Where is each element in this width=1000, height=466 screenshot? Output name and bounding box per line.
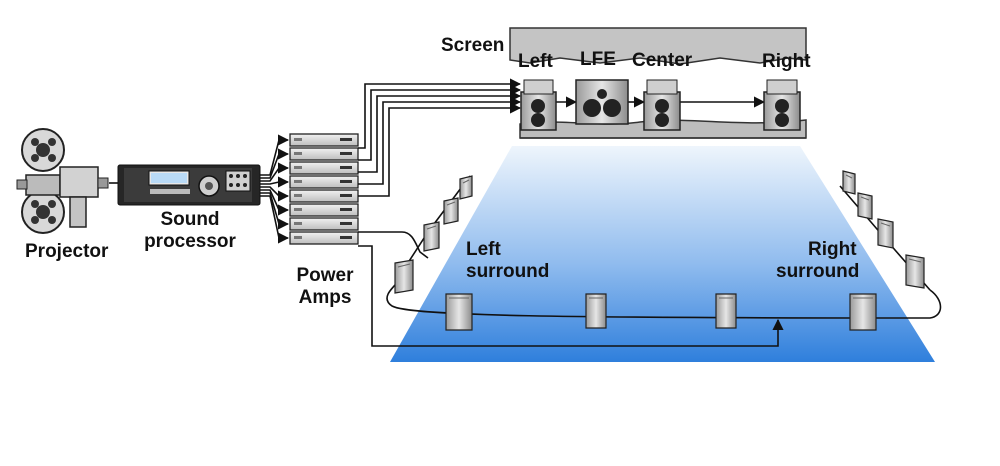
processor-amp-wire <box>260 189 290 216</box>
left-surround-label-line2: surround <box>466 261 550 282</box>
surround-speaker <box>715 293 737 329</box>
sound-processor <box>117 164 261 206</box>
surround-speaker <box>905 254 925 289</box>
surround-speaker <box>445 293 473 331</box>
processor-amp-wire <box>260 148 290 179</box>
surround-speaker <box>585 293 607 329</box>
projector <box>16 128 109 234</box>
power-amp-unit <box>289 161 359 175</box>
surround-speaker <box>443 197 459 225</box>
lfe-subwoofer <box>575 79 629 125</box>
power-amp-unit <box>289 147 359 161</box>
surround-speaker <box>842 170 856 195</box>
processor-amp-wire <box>260 176 290 188</box>
power-amp-unit <box>289 203 359 217</box>
sound-processor-label-line1: Sound <box>160 209 220 230</box>
surround-speakers <box>394 170 925 331</box>
center-label: Center <box>632 50 693 71</box>
power-amps-label-line1: Power <box>296 265 354 286</box>
surround-speaker <box>857 192 873 220</box>
amps-to-screen-speakers-wires <box>358 78 766 197</box>
left-speaker <box>520 79 557 131</box>
power-amps-rack <box>289 133 359 245</box>
left-surround-label-line1: Left <box>466 239 501 260</box>
surround-speaker <box>849 293 877 331</box>
power-amp-unit <box>289 231 359 245</box>
surround-speaker <box>394 259 414 294</box>
center-speaker <box>643 79 681 131</box>
power-amp-unit <box>289 133 359 147</box>
processor-amp-wire <box>260 134 290 176</box>
right-surround-label-line1: Right <box>808 239 857 260</box>
processor-amp-wire <box>260 186 290 202</box>
processor-amp-wire <box>260 192 290 230</box>
right-label: Right <box>762 51 811 72</box>
projector-label: Projector <box>25 241 109 262</box>
power-amp-unit <box>289 217 359 231</box>
right-surround-label-line2: surround <box>776 261 860 282</box>
power-amp-unit <box>289 189 359 203</box>
sound-processor-label-line2: processor <box>144 231 236 252</box>
processor-amp-wire <box>260 195 290 244</box>
processor-to-amps-wires <box>260 134 290 244</box>
surround-speaker <box>423 221 440 252</box>
surround-speaker <box>459 175 473 200</box>
processor-amp-wire <box>260 162 290 182</box>
power-amp-unit <box>289 175 359 189</box>
screen-label: Screen <box>441 35 505 56</box>
right-speaker <box>763 79 801 131</box>
left-label: Left <box>518 51 553 72</box>
lfe-label: LFE <box>580 49 616 70</box>
auditorium-floor <box>390 146 935 362</box>
surround-speaker <box>877 218 894 249</box>
power-amps-label-line2: Amps <box>298 287 352 308</box>
